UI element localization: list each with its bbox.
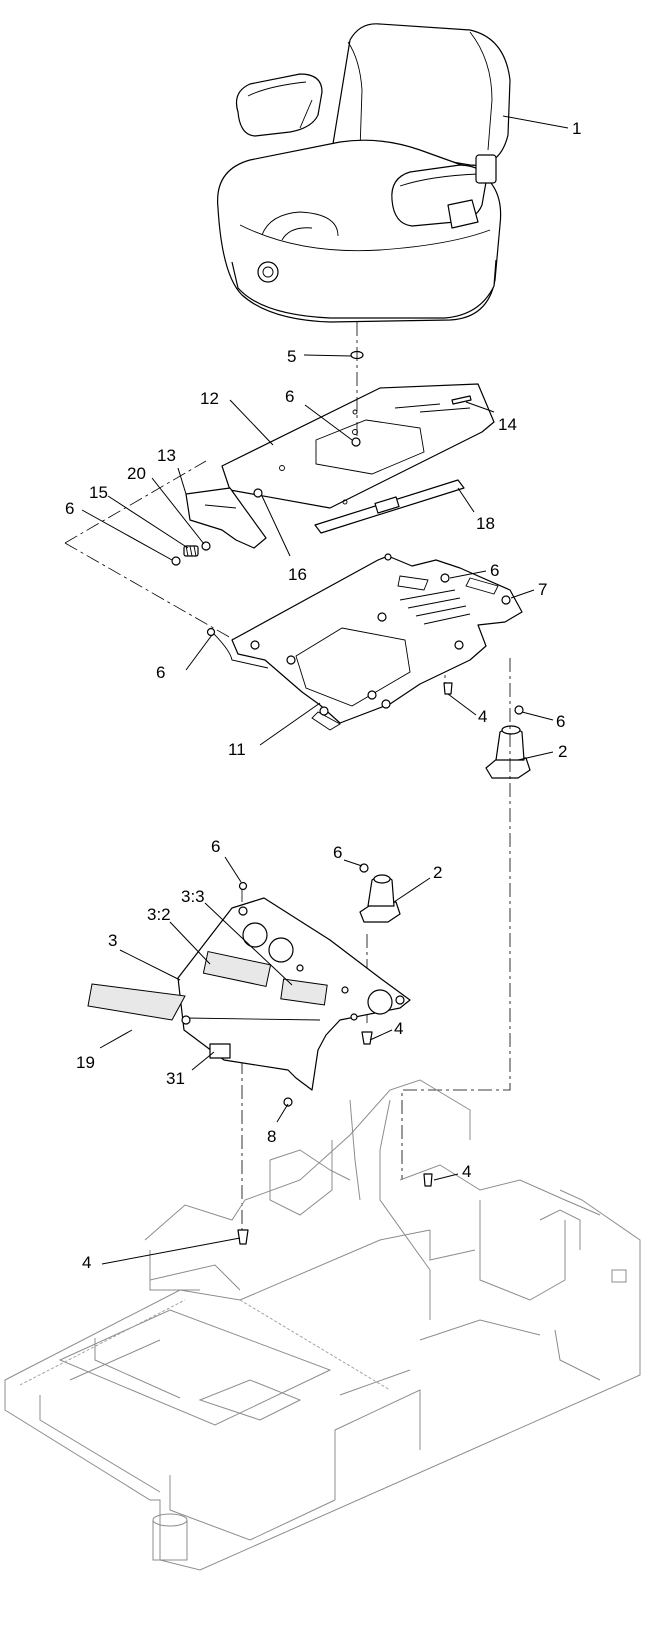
mount-plate-part-3 <box>177 897 411 1091</box>
nut-part-6-plate-b <box>206 627 216 637</box>
seat-part-1 <box>217 23 511 323</box>
leader-lines <box>81 115 569 1265</box>
nut-part-6 <box>171 556 181 566</box>
callout-6-plate: 6 <box>490 561 499 580</box>
callout-4-mount: 4 <box>394 1019 403 1038</box>
callout-19: 19 <box>76 1053 95 1072</box>
nut-part-6-top <box>351 437 361 447</box>
bracket-part-13 <box>185 487 267 549</box>
callout-31: 31 <box>166 1069 185 1088</box>
decal-part-3-3 <box>280 978 328 1006</box>
nut-part-6-plate-a <box>440 573 450 583</box>
callout-18: 18 <box>476 514 495 533</box>
callout-2-left: 2 <box>433 863 442 882</box>
machine-frame-reference <box>4 1079 641 1571</box>
callout-15: 15 <box>89 483 108 502</box>
callout-3-2: 3:2 <box>147 905 171 924</box>
callout-14: 14 <box>498 415 517 434</box>
callout-6-mount-right: 6 <box>556 712 565 731</box>
decal-part-19 <box>87 983 186 1021</box>
callout-6-mid-left: 6 <box>156 663 165 682</box>
bolt-part-4-frame-right <box>423 1173 433 1187</box>
callout-1: 1 <box>572 119 581 138</box>
callouts: 1 5 12 6 14 13 20 15 6 18 16 6 7 6 4 11 … <box>65 119 581 1272</box>
callout-3-3: 3:3 <box>181 887 205 906</box>
callout-5: 5 <box>287 347 296 366</box>
rubber-mount-part-2-right <box>485 705 531 779</box>
callout-4-frame-right: 4 <box>462 1162 471 1181</box>
callout-8: 8 <box>267 1127 276 1146</box>
base-plate-part-11 <box>211 553 523 731</box>
bolt-part-4-mount <box>361 1031 373 1045</box>
decal-part-3-2 <box>202 950 272 988</box>
spring-part-15 <box>183 545 199 557</box>
callout-3: 3 <box>108 931 117 950</box>
bolt-part-4-frame-left <box>237 1229 249 1245</box>
tab-part-31 <box>209 1043 231 1059</box>
callout-7: 7 <box>538 580 547 599</box>
nut-part-7 <box>501 595 511 605</box>
callout-6-mount-left: 6 <box>333 843 342 862</box>
callout-12: 12 <box>200 389 219 408</box>
callout-11: 11 <box>228 740 246 759</box>
callout-6-mount-plate: 6 <box>211 837 220 856</box>
callout-13: 13 <box>157 446 176 465</box>
callout-4-plate: 4 <box>478 707 487 726</box>
nut-part-16 <box>253 488 263 498</box>
callout-20: 20 <box>127 464 146 483</box>
nut-part-8 <box>283 1097 293 1107</box>
slide-rail-part-18 <box>314 479 465 534</box>
callout-2-right: 2 <box>558 742 567 761</box>
callout-16: 16 <box>288 565 307 584</box>
bolt-part-4-plate <box>443 682 453 695</box>
callout-4-frame-left: 4 <box>82 1253 91 1272</box>
callout-6-upper: 6 <box>285 387 294 406</box>
callout-6-left: 6 <box>65 499 74 518</box>
rubber-mount-part-2-left <box>359 863 401 923</box>
bolt-part-14 <box>451 395 472 405</box>
nut-part-6-mount <box>238 881 248 891</box>
